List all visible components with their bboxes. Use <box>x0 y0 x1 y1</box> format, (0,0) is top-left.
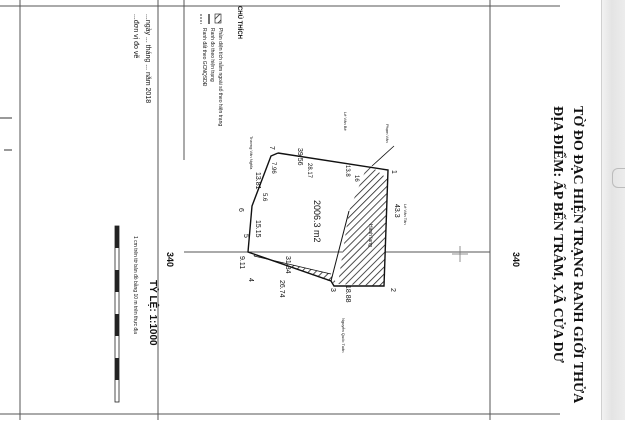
edge-length: 39.56 <box>296 148 303 166</box>
parcel-area: 2006.3 m2 <box>312 200 322 243</box>
parcel-inner-boundary <box>330 210 350 282</box>
edge-length: 13.8 <box>344 165 350 177</box>
corner-6: 6 <box>237 208 244 212</box>
edge-length: 43.3 <box>393 204 400 218</box>
edge-length: 7.96 <box>270 162 276 174</box>
corner-2: 2 <box>389 288 396 292</box>
edge-length: 18.88 <box>344 285 351 303</box>
legend-header: CHÚ THÍCH <box>236 6 244 39</box>
legend-item-3: Ranh đất theo GCNQSDĐ <box>201 28 207 87</box>
grid-crosshair <box>452 246 468 262</box>
footer-date: ...ngày ... tháng ... năm 2018 <box>144 14 151 103</box>
scale-bar <box>114 225 120 403</box>
edge-length: 5.6 <box>261 193 267 202</box>
neighbor-label-left: Trương Văn Nghĩa <box>249 136 254 170</box>
scale-label: TỶ LỆ: 1:1000 <box>147 280 160 346</box>
footer-unit: ...đơn vị đo vẽ <box>132 14 139 58</box>
legend-swatch-hatch <box>214 13 222 24</box>
legend: CHÚ THÍCH Phần diện tích nằm ngoài sổ th… <box>200 6 244 126</box>
scanner-edge <box>601 0 625 420</box>
scale-note: 1 cm trên tờ bản đồ bằng 10 m trên thực … <box>132 236 139 334</box>
corner-7: 7 <box>268 146 275 150</box>
parcel-inner-boundary <box>253 255 332 275</box>
hatched-area-right <box>338 164 388 286</box>
inner-note: Hành lang <box>367 224 373 247</box>
legend-item-1: Phần diện tích nằm ngoài sổ theo hiện tr… <box>217 28 224 126</box>
edge-length: 31.34 <box>284 256 291 274</box>
corner-1: 1 <box>390 170 397 174</box>
title-line2: ĐỊA ĐIỂM: ẤP BẾN TRÂM, XÃ CỬA DƯ <box>550 106 568 364</box>
edge-length: 16 <box>353 175 359 182</box>
neighbor-label-upper-right: Phạm Văn <box>385 124 390 143</box>
neighbor-label-bottom: Nguyễn Quốc Tuấn <box>341 318 346 352</box>
edge-length: 26.74 <box>278 280 285 298</box>
edge-length: 15.15 <box>254 220 261 238</box>
coord-label-left: 340 <box>165 252 175 267</box>
legend-item-2: Ranh đo theo hiện trạng <box>209 28 215 82</box>
title-block: TỜ ĐO ĐẠC HIỆN TRẠNG RANH GIỚI THỬA ĐỊA … <box>550 106 587 404</box>
title-line1: TỜ ĐO ĐẠC HIỆN TRẠNG RANH GIỚI THỬA <box>570 106 587 404</box>
edge-length: 13.81 <box>254 172 261 190</box>
scanner-edge-notch <box>612 168 625 188</box>
corner-3: 3 <box>329 288 336 292</box>
neighbor-label-right: Lê Văn Tân <box>403 204 408 225</box>
edge-length: 9.11 <box>238 256 245 269</box>
corner-4: 4 <box>247 278 254 282</box>
corner-5: 5 <box>242 234 249 238</box>
edge-length: 28.17 <box>306 163 312 179</box>
leader-line <box>371 145 395 167</box>
coord-label-right: 340 <box>511 252 521 267</box>
neighbor-label-top: Lê Văn Bé <box>343 112 348 131</box>
